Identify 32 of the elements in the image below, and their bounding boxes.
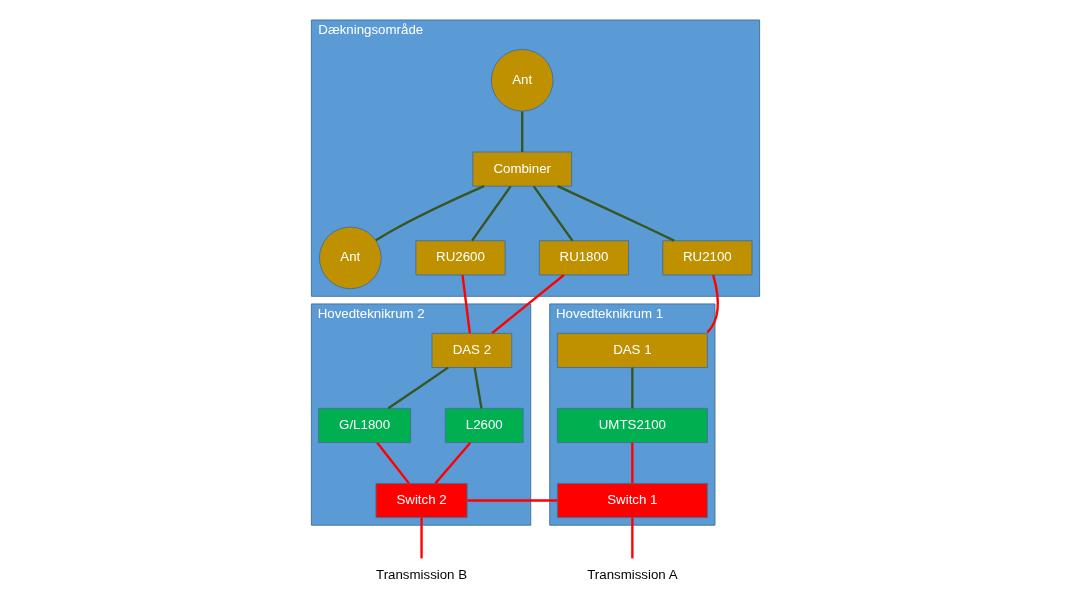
connector — [460, 274, 471, 334]
node-box: DAS 1 — [556, 332, 708, 369]
node-box: G/L1800 — [317, 407, 411, 444]
node-text: Transmission A — [586, 567, 678, 583]
node-circle: Ant — [318, 226, 382, 290]
connector — [705, 274, 719, 334]
connector — [630, 367, 634, 409]
connector — [630, 517, 634, 559]
connector — [630, 442, 634, 484]
node-box: Switch 1 — [556, 482, 708, 519]
node-box: RU2600 — [414, 240, 506, 276]
node-box: Switch 2 — [375, 482, 468, 519]
connector — [466, 499, 557, 502]
connector — [374, 185, 485, 242]
connector — [375, 441, 410, 485]
connector — [532, 185, 573, 242]
node-box: RU1800 — [538, 240, 629, 276]
node-box: Combiner — [471, 151, 572, 187]
node-box: RU2100 — [661, 240, 752, 276]
connector — [490, 274, 565, 335]
node-text: Transmission B — [375, 567, 467, 583]
connector — [387, 366, 449, 410]
node-box: UMTS2100 — [556, 407, 708, 444]
node-box: L2600 — [444, 407, 524, 444]
node-box: DAS 2 — [431, 332, 512, 369]
connector — [419, 517, 423, 559]
connector — [434, 441, 471, 485]
connector — [556, 185, 675, 242]
connector — [520, 111, 523, 152]
node-circle: Ant — [490, 48, 554, 112]
connector — [472, 367, 483, 409]
connector — [470, 185, 512, 242]
